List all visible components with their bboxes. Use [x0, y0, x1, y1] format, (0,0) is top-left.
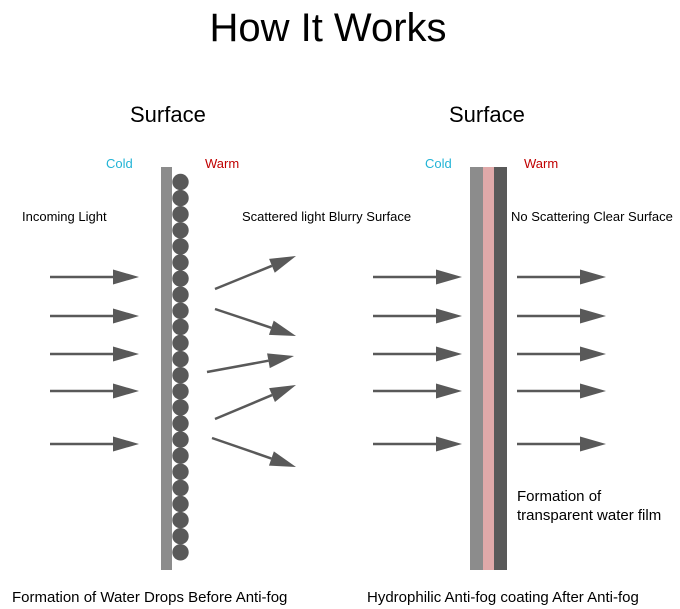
water-drop: [172, 528, 189, 545]
clear-surface-label: No Scattering Clear Surface: [511, 209, 673, 224]
scattered-arrow-5-shaft: [211, 436, 272, 460]
right-warm-label: Warm: [524, 156, 559, 171]
water-drop: [172, 173, 189, 191]
scattered-arrow-4-shaft: [214, 393, 273, 421]
incoming-arrow-right-5-head: [436, 436, 462, 452]
water-drop: [172, 415, 189, 432]
incoming-arrow-2-head: [113, 308, 139, 324]
scattered-arrow-2-head: [268, 320, 296, 336]
water-drop: [172, 383, 189, 400]
water-drop: [172, 463, 189, 480]
scattered-arrow-1-shaft: [214, 264, 273, 291]
left-glass-surface: [161, 167, 172, 570]
scattered-arrow-4-head: [269, 385, 296, 402]
page-title: How It Works: [209, 6, 447, 50]
incoming-arrow-right-2-head: [436, 308, 462, 324]
water-drop: [172, 544, 189, 561]
transmitted-arrow-2-head: [580, 308, 606, 324]
water-film-label-line1: Formation of: [517, 488, 602, 505]
scattered-arrow-1-head: [269, 256, 296, 273]
water-drop: [172, 350, 189, 368]
incoming-arrow-4-head: [113, 383, 139, 399]
left-caption: Formation of Water Drops Before Anti-fog: [12, 589, 288, 606]
water-drop: [172, 495, 189, 513]
water-drop: [172, 254, 189, 271]
water-drop: [172, 318, 189, 336]
water-film-layer: [483, 167, 494, 570]
incoming-light-label: Incoming Light: [22, 209, 107, 224]
water-drop: [172, 447, 189, 464]
incoming-arrow-5-head: [113, 436, 139, 452]
anti-fog-coating-layer: [494, 167, 507, 570]
water-drop: [172, 270, 189, 287]
incoming-arrow-right-3-head: [436, 346, 462, 362]
transmitted-arrow-4-head: [580, 383, 606, 399]
water-drop: [172, 479, 189, 497]
water-film-label-line2: transparent water film: [517, 507, 662, 524]
water-drop: [172, 334, 189, 352]
transmitted-arrow-1-head: [580, 269, 606, 285]
scattered-arrow-5-head: [268, 451, 296, 467]
water-drop: [172, 189, 189, 207]
scattered-arrow-3-head: [267, 353, 294, 369]
water-drop: [172, 431, 189, 448]
water-drop: [172, 511, 189, 529]
incoming-arrow-right-1-head: [436, 269, 462, 285]
right-cold-label: Cold: [425, 156, 452, 171]
incoming-arrow-right-4-head: [436, 383, 462, 399]
transmitted-arrow-3-head: [580, 346, 606, 362]
water-drop: [172, 286, 189, 303]
incoming-arrow-1-head: [113, 269, 139, 285]
water-drop: [172, 367, 189, 384]
right-caption: Hydrophilic Anti-fog coating After Anti-…: [367, 589, 639, 606]
left-surface-label: Surface: [130, 102, 206, 127]
water-drop: [172, 206, 189, 223]
left-warm-label: Warm: [205, 156, 240, 171]
scattered-arrow-3-shaft: [206, 359, 269, 374]
water-drop: [172, 399, 189, 416]
water-drop: [172, 302, 189, 319]
right-surface-label: Surface: [449, 102, 525, 127]
right-glass-surface: [470, 167, 483, 570]
scattered-arrow-2-shaft: [214, 307, 272, 329]
water-drop: [172, 222, 189, 239]
scattered-light-label: Scattered light Blurry Surface: [242, 209, 412, 224]
water-drop: [172, 238, 189, 255]
left-cold-label: Cold: [106, 156, 133, 171]
incoming-arrow-3-head: [113, 346, 139, 362]
transmitted-arrow-5-head: [580, 436, 606, 452]
